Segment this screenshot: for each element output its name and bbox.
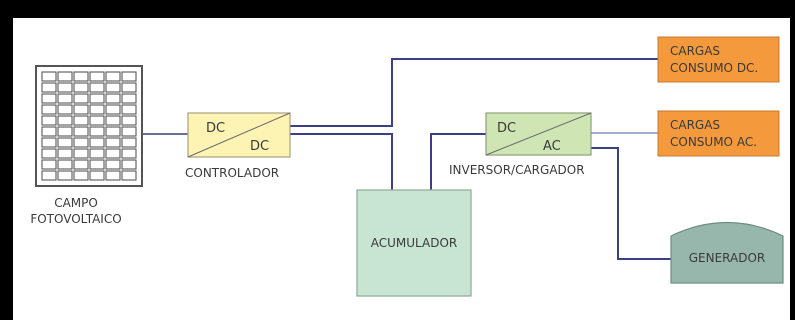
solar-cell — [73, 159, 89, 170]
solar-cell — [41, 148, 57, 159]
solar-panel — [35, 65, 143, 187]
generator-shape — [670, 222, 784, 284]
solar-cell — [121, 170, 137, 181]
solar-cell — [57, 126, 73, 137]
solar-cell — [57, 93, 73, 104]
solar-cell — [105, 115, 121, 126]
accumulator-label: ACUMULADOR — [371, 236, 458, 250]
wire-inverter-generator — [591, 147, 671, 260]
solar-cell — [41, 82, 57, 93]
solar-cell — [57, 170, 73, 181]
solar-cell — [121, 82, 137, 93]
solar-cell — [73, 170, 89, 181]
controller-input-label: DC — [206, 121, 225, 136]
dc-loads-line1: CARGAS — [670, 44, 720, 58]
solar-cell — [41, 126, 57, 137]
solar-cell — [41, 71, 57, 82]
controller-box: DC DC — [187, 112, 291, 158]
solar-cell — [41, 115, 57, 126]
solar-cell — [57, 115, 73, 126]
solar-cell — [121, 148, 137, 159]
solar-cell — [41, 170, 57, 181]
solar-panel-cells — [41, 71, 137, 181]
solar-panel-label-line2: FOTOVOLTAICO — [30, 212, 121, 226]
ac-loads-line2: CONSUMO AC. — [670, 135, 757, 149]
inverter-label: INVERSOR/CARGADOR — [449, 163, 585, 177]
solar-cell — [89, 137, 105, 148]
solar-cell — [41, 137, 57, 148]
solar-cell — [121, 104, 137, 115]
solar-cell — [73, 126, 89, 137]
solar-cell — [89, 148, 105, 159]
solar-cell — [57, 137, 73, 148]
solar-cell — [105, 137, 121, 148]
solar-cell — [41, 104, 57, 115]
solar-cell — [105, 71, 121, 82]
solar-cell — [121, 71, 137, 82]
wire-accumulator-inverter — [430, 133, 486, 190]
solar-cell — [89, 126, 105, 137]
solar-cell — [57, 71, 73, 82]
solar-cell — [73, 93, 89, 104]
solar-cell — [121, 159, 137, 170]
solar-cell — [57, 104, 73, 115]
solar-cell — [89, 159, 105, 170]
solar-cell — [73, 82, 89, 93]
generator-label: GENERADOR — [689, 251, 766, 265]
solar-cell — [105, 104, 121, 115]
solar-cell — [73, 137, 89, 148]
solar-cell — [89, 104, 105, 115]
solar-cell — [121, 93, 137, 104]
dc-loads-line2: CONSUMO DC. — [670, 61, 758, 75]
solar-cell — [73, 148, 89, 159]
solar-cell — [105, 170, 121, 181]
solar-cell — [73, 71, 89, 82]
solar-cell — [73, 115, 89, 126]
solar-cell — [73, 104, 89, 115]
controller-divider — [187, 112, 291, 158]
solar-cell — [89, 170, 105, 181]
solar-cell — [89, 82, 105, 93]
controller-label: CONTROLADOR — [185, 166, 279, 180]
wire-controller-dc-loads — [290, 58, 658, 127]
controller-output-label: DC — [250, 139, 269, 154]
solar-panel-label-line1: CAMPO — [54, 196, 98, 210]
inverter-divider — [485, 112, 592, 156]
solar-cell — [121, 137, 137, 148]
dc-loads-box — [657, 36, 780, 83]
solar-cell — [89, 71, 105, 82]
solar-cell — [105, 148, 121, 159]
solar-cell — [57, 82, 73, 93]
solar-cell — [57, 148, 73, 159]
solar-cell — [105, 82, 121, 93]
solar-cell — [105, 93, 121, 104]
inverter-input-label: DC — [497, 121, 516, 136]
inverter-output-label: AC — [543, 139, 561, 154]
wire-controller-accumulator — [290, 133, 393, 190]
solar-cell — [105, 126, 121, 137]
solar-cell — [41, 159, 57, 170]
inverter-box: DC AC — [485, 112, 592, 156]
solar-cell — [89, 115, 105, 126]
accumulator-box — [356, 189, 472, 297]
wires — [142, 58, 671, 260]
ac-loads-line1: CARGAS — [670, 118, 720, 132]
solar-cell — [89, 93, 105, 104]
solar-cell — [121, 126, 137, 137]
solar-cell — [57, 159, 73, 170]
solar-cell — [41, 93, 57, 104]
ac-loads-box — [657, 110, 780, 157]
solar-cell — [121, 115, 137, 126]
solar-cell — [105, 159, 121, 170]
